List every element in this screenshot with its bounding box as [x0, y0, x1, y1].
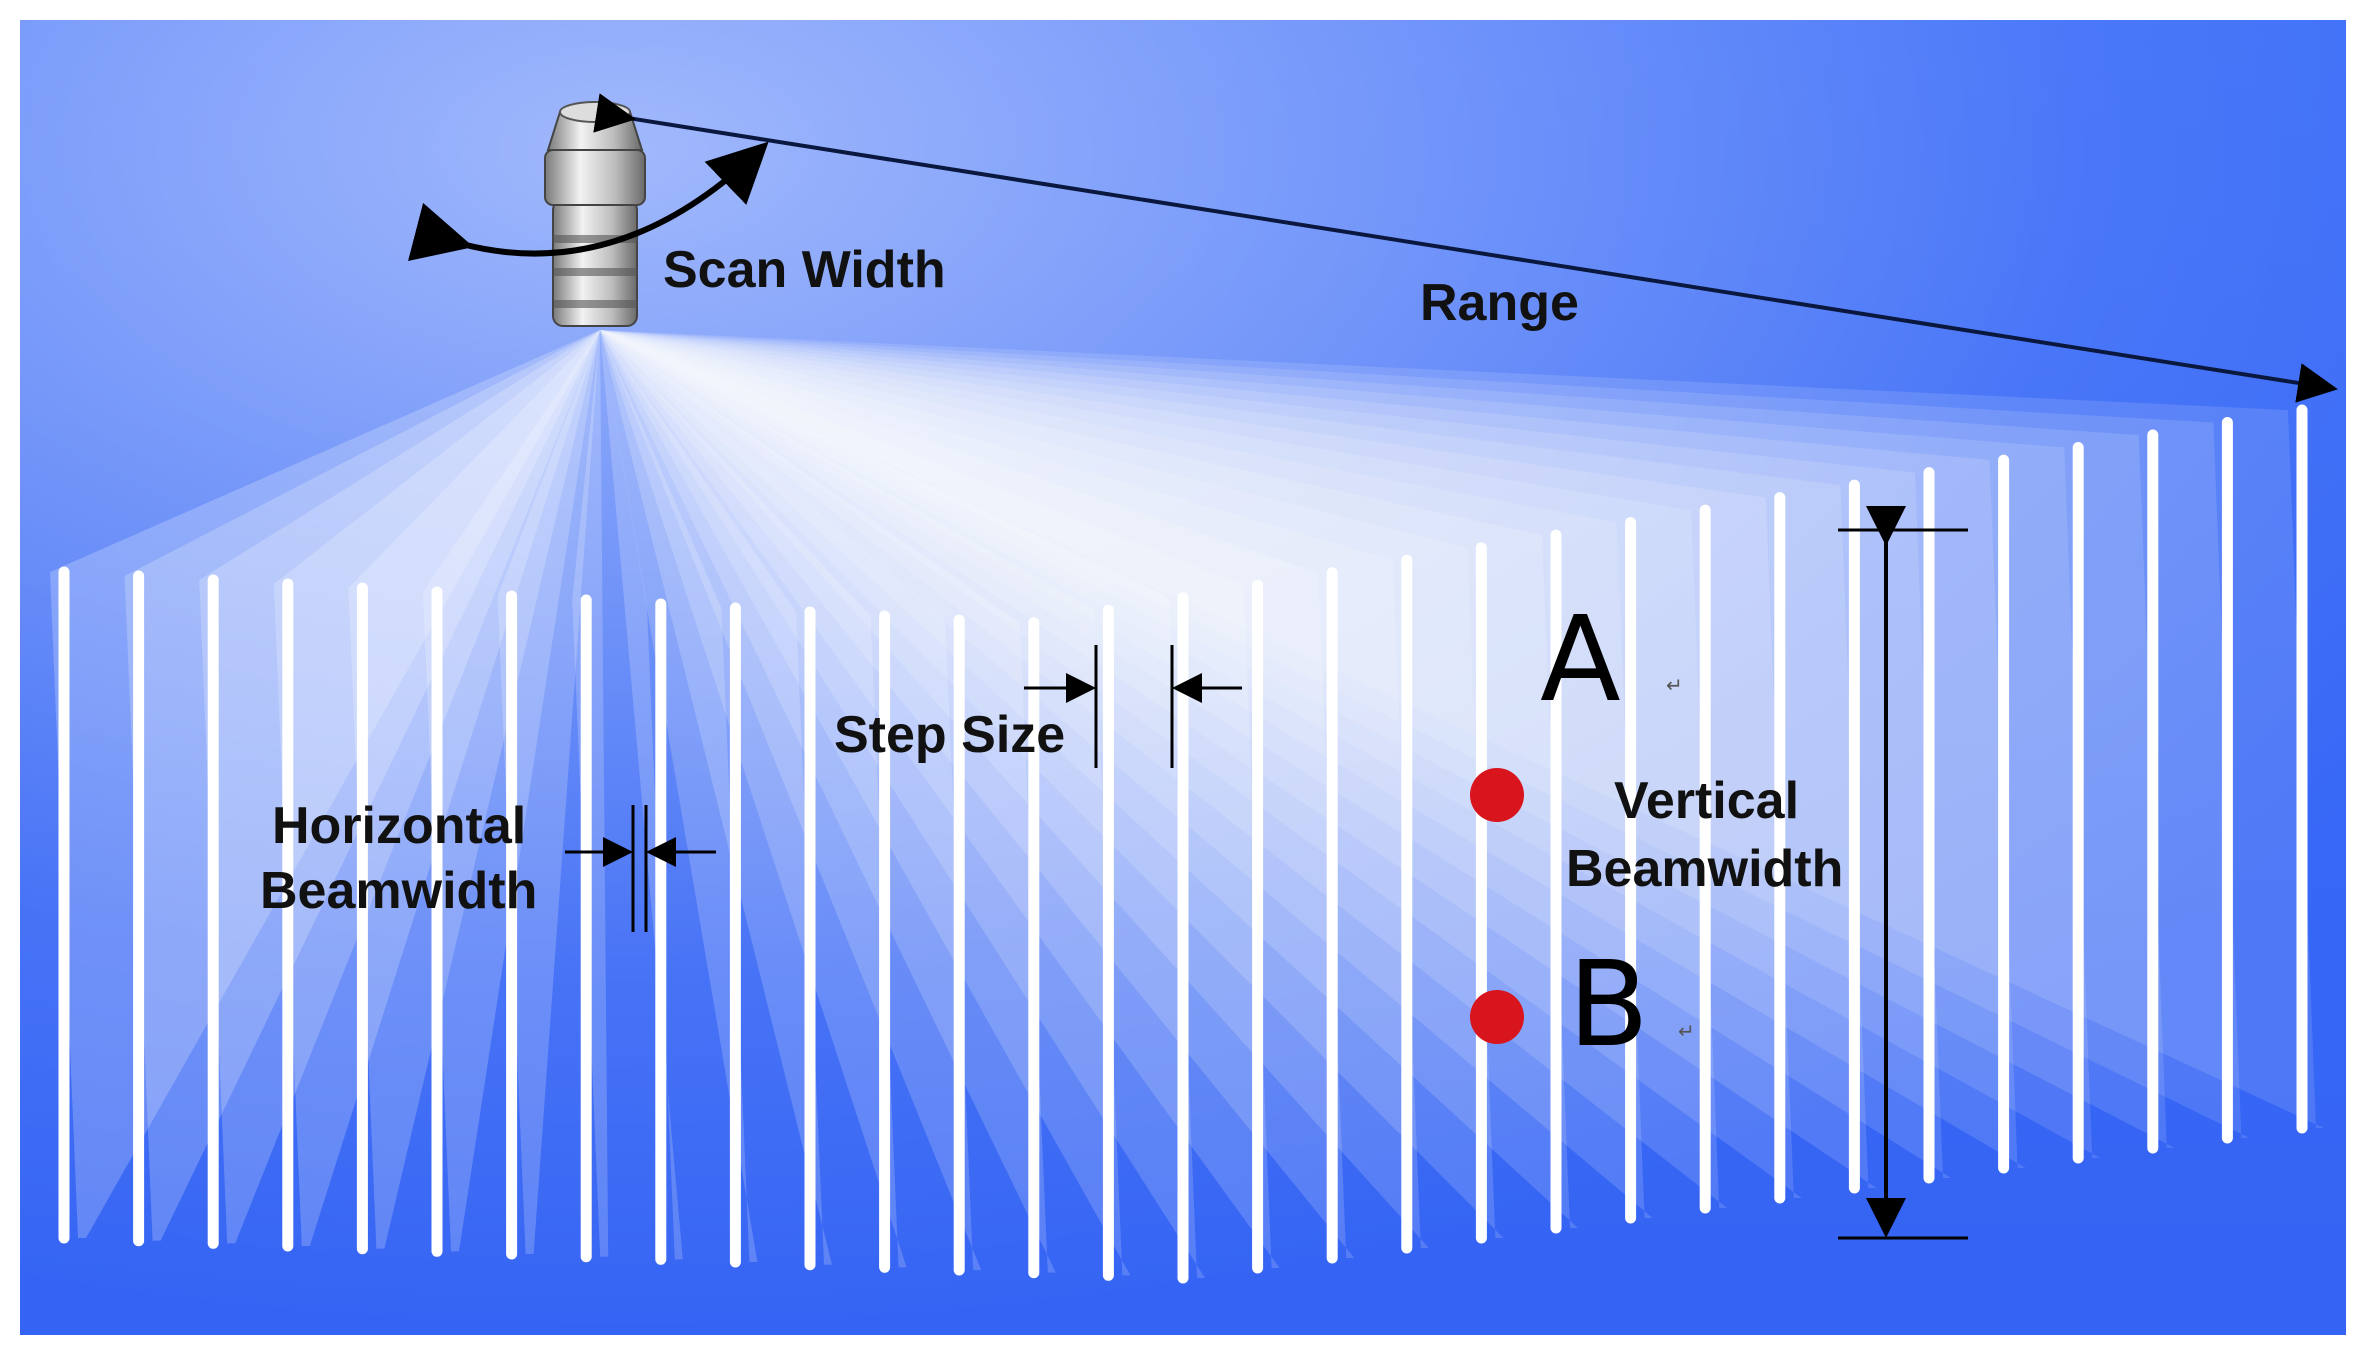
step-size-label: Step Size — [834, 706, 1065, 764]
scan-width-label: Scan Width — [663, 241, 946, 299]
vertical-beamwidth-label: Beamwidth — [1566, 840, 1843, 898]
return-mark-a: ↵ — [1666, 675, 1683, 697]
range-label: Range — [1420, 274, 1579, 332]
horizontal-label: Horizontal — [272, 797, 526, 855]
sonar-head-icon — [544, 101, 646, 327]
range-arrow-icon — [593, 93, 2338, 403]
horizontal-beamwidth-arrow — [565, 805, 716, 932]
point-a-label: A — [1540, 590, 1621, 728]
vertical-beamwidth-arrow — [1838, 506, 1968, 1240]
step-size-arrow — [1024, 645, 1242, 768]
point-b-marker — [1470, 990, 1524, 1044]
horizontal-beamwidth-label: Beamwidth — [260, 862, 537, 920]
beam-fence — [58, 404, 2308, 1284]
point-b-label: B — [1568, 935, 1649, 1073]
vertical-label: Vertical — [1614, 772, 1799, 830]
return-mark-b: ↵ — [1678, 1021, 1695, 1043]
point-a-marker — [1470, 768, 1524, 822]
